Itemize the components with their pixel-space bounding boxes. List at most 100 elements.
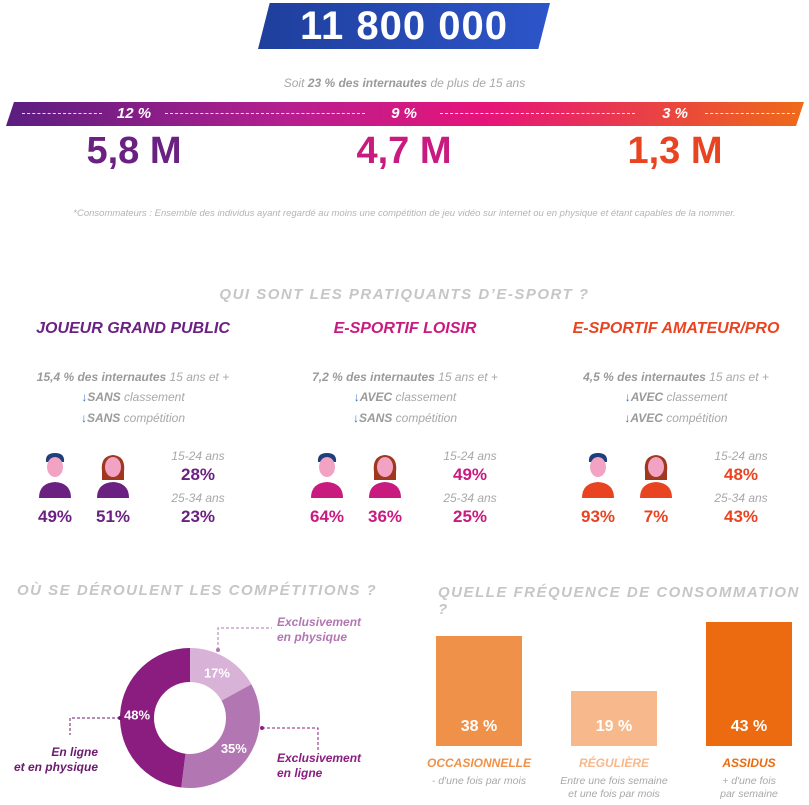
profile-desc-rest: 15 ans et + [434, 370, 498, 384]
bar-category-label: OCCASIONNELLE [426, 756, 531, 770]
bar-description-line: par semaine [720, 788, 778, 800]
bar-value-label: 43 % [730, 718, 768, 735]
slice-value-label: 17% [204, 665, 230, 680]
band-dash [165, 113, 365, 114]
segment-value-2: 4,7 M [356, 130, 452, 172]
leader-line [69, 717, 120, 735]
segment-value-1: 5,8 M [86, 130, 182, 172]
profile-desc-rest: 15 ans et + [705, 370, 769, 384]
female-icon [94, 450, 132, 503]
donut-title: OÙ SE DÉROULENT LES COMPÉTITIONS ? [17, 582, 378, 599]
leader-dot [260, 726, 264, 730]
profile-line1: ↓AVEC classement [541, 390, 809, 404]
profiles-title: QUI SONT LES PRATIQUANTS D’E-SPORT ? [219, 286, 590, 303]
male-icon [36, 450, 74, 503]
slice-category-label: Exclusivement [277, 615, 362, 629]
profile-title: E-SPORTIF AMATEUR/PRO [572, 320, 780, 337]
female-pct: 7% [643, 507, 669, 526]
slice-physique [190, 648, 252, 701]
profile-line1: ↓AVEC classement [270, 390, 540, 404]
frequency-bar [436, 636, 522, 746]
slice-category-label: En ligne [51, 745, 98, 759]
slice-category-label: Exclusivement [277, 751, 362, 765]
age2-value: 25% [452, 507, 488, 526]
frequency-bar [571, 691, 657, 746]
subtitle: Soit 23 % des internautes de plus de 15 … [0, 76, 809, 90]
slice-en-ligne [181, 684, 260, 788]
male-icon [308, 450, 346, 503]
arrow-down-icon: ↓ [352, 411, 359, 425]
slice-category-label: et en physique [14, 760, 98, 774]
profile-desc-bold: 4,5 % des internautes [583, 370, 706, 384]
profile-title: E-SPORTIF LOISIR [333, 320, 477, 337]
bar-value-label: 38 % [460, 718, 498, 735]
subtitle-suffix: de plus de 15 ans [427, 76, 526, 90]
profile-desc-rest: 15 ans et + [166, 370, 230, 384]
total-value: 11 800 000 [300, 4, 508, 48]
age2-value: 43% [723, 507, 759, 526]
male-pct: 49% [37, 507, 73, 526]
slice-category-label: en physique [277, 630, 347, 644]
age1-value: 48% [723, 465, 759, 484]
bar-category-label: ASSIDUS [722, 756, 776, 770]
bar-description-line: Entre une fois semaine [560, 775, 668, 787]
profile-desc-bold: 15,4 % des internautes [36, 370, 167, 384]
subtitle-prefix: Soit [283, 76, 308, 90]
age1-label: 15-24 ans [443, 449, 497, 463]
female-pct: 36% [367, 507, 403, 526]
arrow-down-icon: ↓ [80, 411, 87, 425]
profile-line1-rest: classement [663, 390, 728, 404]
segment-value-3: 1,3 M [627, 130, 723, 172]
age1-value: 49% [452, 465, 488, 484]
segment-pct-2: 9 % [391, 105, 417, 122]
slice-value-label: 48% [124, 708, 150, 723]
band-dash [705, 113, 795, 114]
age1-value: 28% [180, 465, 216, 484]
female-icon [366, 450, 404, 503]
frequency-bar [706, 622, 792, 746]
profile-line2: ↓SANS compétition [270, 411, 540, 425]
profile-line1-bold: AVEC [359, 390, 393, 404]
bar-description: - d'une fois par mois [411, 775, 547, 788]
bar-category-label: RÉGULIÈRE [578, 756, 649, 770]
profile-line1-bold: SANS [87, 390, 121, 404]
leader-line [217, 627, 272, 650]
age1-label: 15-24 ans [714, 449, 768, 463]
band-dash [440, 113, 635, 114]
subtitle-bold: 23 % des internautes [307, 76, 428, 90]
profile-line1-bold: AVEC [630, 390, 664, 404]
arrow-down-icon: ↓ [624, 411, 631, 425]
profile-desc: 15,4 % des internautes 15 ans et + [0, 370, 268, 384]
segment-pct-1: 12 % [116, 105, 152, 122]
female-pct: 51% [95, 507, 131, 526]
slice-value-label: 35% [221, 741, 247, 756]
profile-line1-rest: classement [120, 390, 185, 404]
profile-line2-rest: compétition [662, 411, 728, 425]
profile-line2-bold: SANS [86, 411, 121, 425]
arrow-down-icon: ↓ [353, 390, 360, 404]
profile-title: JOUEUR GRAND PUBLIC [36, 320, 230, 337]
age2-label: 25-34 ans [714, 491, 768, 505]
male-icon [579, 450, 617, 503]
arrow-down-icon: ↓ [624, 390, 631, 404]
segment-pct-3: 3 % [662, 105, 688, 122]
gradient-band [6, 102, 804, 126]
leader-dot [118, 716, 122, 720]
profile-line1-rest: classement [392, 390, 457, 404]
profile-line2-bold: SANS [358, 411, 393, 425]
bar-description-line: - d'une fois par mois [431, 775, 527, 787]
male-pct: 64% [309, 507, 345, 526]
age2-label: 25-34 ans [171, 491, 225, 505]
profile-desc: 4,5 % des internautes 15 ans et + [541, 370, 809, 384]
profile-line2-rest: compétition [392, 411, 458, 425]
profile-line2-rest: compétition [120, 411, 186, 425]
profile-desc: 7,2 % des internautes 15 ans et + [270, 370, 540, 384]
total-banner [258, 3, 550, 49]
bar-value-label: 19 % [595, 718, 633, 735]
profile-line2-bold: AVEC [630, 411, 663, 425]
age2-value: 23% [180, 507, 216, 526]
male-pct: 93% [580, 507, 616, 526]
